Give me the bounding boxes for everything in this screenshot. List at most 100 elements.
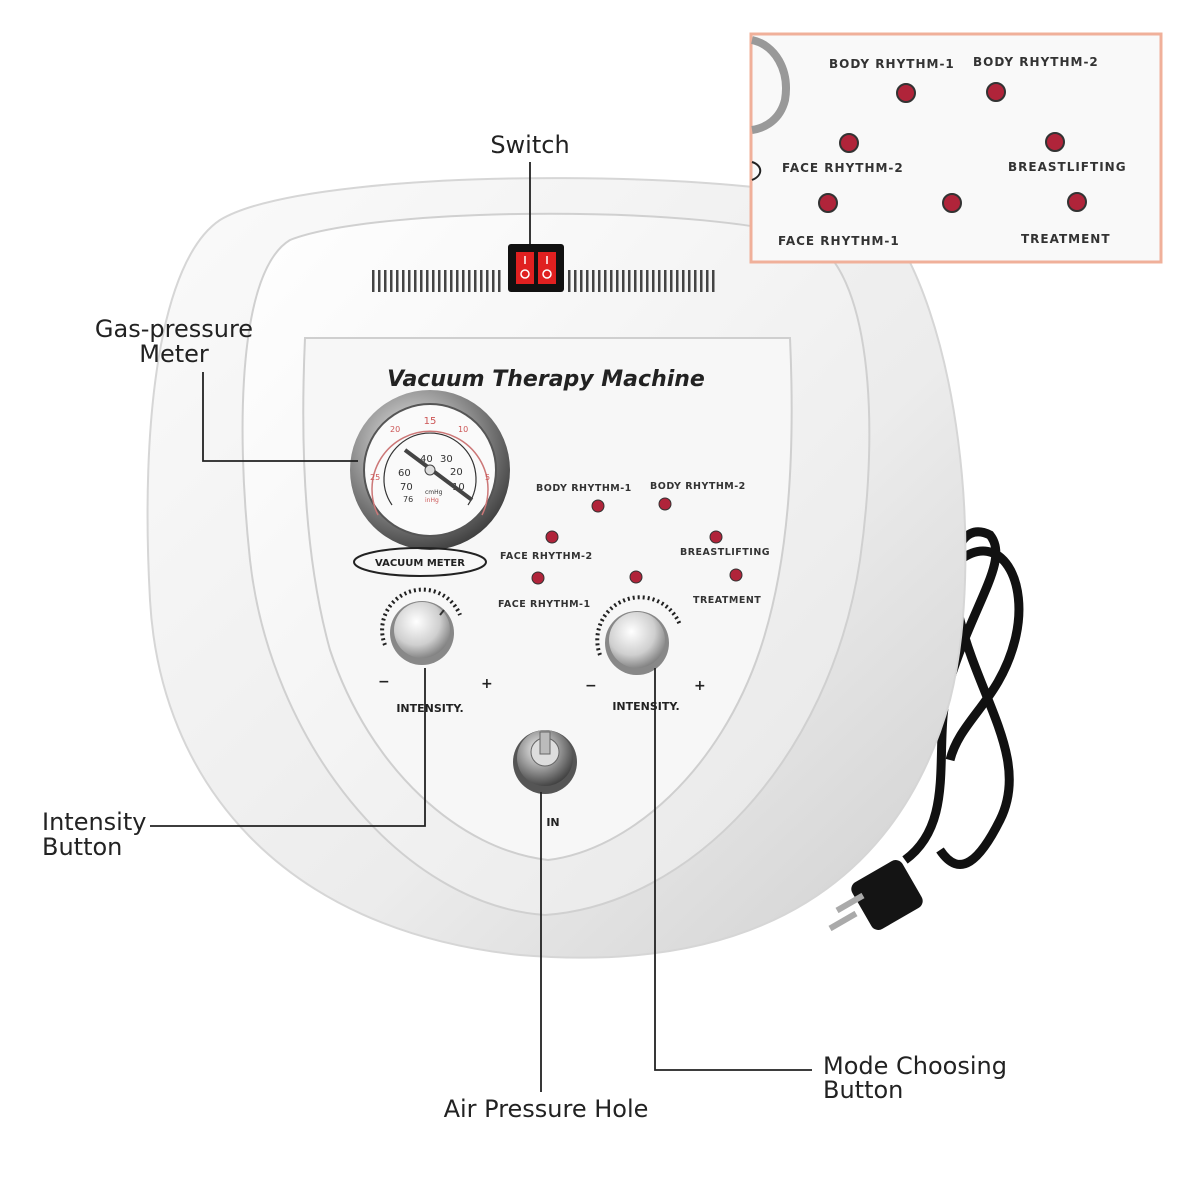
vent-slot bbox=[378, 270, 381, 292]
vent-slot bbox=[492, 270, 495, 292]
gauge-inner-40: 40 bbox=[420, 454, 433, 465]
intensity-knob[interactable] bbox=[380, 587, 462, 665]
inset-led-2 bbox=[986, 82, 1006, 102]
mode-minus: − bbox=[585, 678, 597, 694]
vent-slot bbox=[646, 270, 649, 292]
label-body-rhythm-2: BODY RHYTHM-2 bbox=[650, 481, 746, 492]
vent-slot bbox=[390, 270, 393, 292]
inset-led-1 bbox=[896, 83, 916, 103]
vent-slot bbox=[628, 270, 631, 292]
callout-intensity-2: Button bbox=[42, 833, 122, 861]
gauge-outer-25: 25 bbox=[370, 473, 380, 482]
vent-slot bbox=[480, 270, 483, 292]
vent-slot bbox=[610, 270, 613, 292]
inset-led-4 bbox=[1045, 132, 1065, 152]
vent-slot bbox=[604, 270, 607, 292]
inset-label-breastlifting: BREASTLIFTING bbox=[1008, 160, 1127, 174]
gauge-unit-inhg: inHg bbox=[425, 497, 439, 504]
vent-slot bbox=[634, 270, 637, 292]
led-body-rhythm-1 bbox=[591, 499, 605, 513]
led-face-rhythm-1 bbox=[531, 571, 545, 585]
label-body-rhythm-1: BODY RHYTHM-1 bbox=[536, 483, 632, 494]
gauge-outer-10: 10 bbox=[458, 425, 468, 434]
vent-slot bbox=[664, 270, 667, 292]
vent-slot bbox=[580, 270, 583, 292]
gauge-inner-76: 76 bbox=[403, 495, 413, 504]
vent-slot bbox=[682, 270, 685, 292]
callout-gas-meter-2: Meter bbox=[139, 340, 209, 368]
vent-slot bbox=[616, 270, 619, 292]
inset-led-6 bbox=[942, 193, 962, 213]
vacuum-meter-label: VACUUM METER bbox=[375, 558, 465, 569]
callout-gas-meter-1: Gas-pressure bbox=[95, 315, 253, 343]
gauge-inner-60: 60 bbox=[398, 468, 411, 479]
intensity-label-left: INTENSITY. bbox=[396, 702, 463, 715]
air-pressure-port[interactable] bbox=[513, 730, 577, 794]
vent-slot bbox=[622, 270, 625, 292]
vent-slot bbox=[712, 270, 715, 292]
vent-slot bbox=[462, 270, 465, 292]
mode-knob[interactable] bbox=[595, 595, 682, 675]
intensity-minus: − bbox=[378, 674, 390, 690]
power-switch[interactable] bbox=[508, 244, 564, 292]
intensity-label-right: INTENSITY. bbox=[612, 700, 679, 713]
led-body-rhythm-2 bbox=[658, 497, 672, 511]
vent-slot bbox=[450, 270, 453, 292]
callout-switch: Switch bbox=[490, 131, 569, 159]
port-label: IN bbox=[546, 816, 559, 829]
led-face-rhythm-2 bbox=[545, 530, 559, 544]
vent-slot bbox=[384, 270, 387, 292]
vent-slot bbox=[426, 270, 429, 292]
callout-intensity-1: Intensity bbox=[42, 808, 146, 836]
callout-lines bbox=[150, 162, 812, 1092]
gauge-inner-30: 30 bbox=[440, 454, 453, 465]
vent-slot bbox=[574, 270, 577, 292]
intensity-plus: + bbox=[481, 676, 493, 692]
air-vents bbox=[372, 270, 715, 292]
label-face-rhythm-2: FACE RHYTHM-2 bbox=[500, 551, 593, 562]
inset-label-body-rhythm-2: BODY RHYTHM-2 bbox=[973, 55, 1099, 69]
inset-led-7 bbox=[1067, 192, 1087, 212]
gauge-outer-15: 15 bbox=[424, 416, 437, 427]
vent-slot bbox=[694, 270, 697, 292]
mode-plus: + bbox=[694, 678, 706, 694]
vent-slot bbox=[598, 270, 601, 292]
inset-label-face-rhythm-1: FACE RHYTHM-1 bbox=[778, 234, 900, 248]
vent-slot bbox=[640, 270, 643, 292]
vent-slot bbox=[706, 270, 709, 292]
vent-slot bbox=[474, 270, 477, 292]
inset-led-5 bbox=[818, 193, 838, 213]
vent-slot bbox=[432, 270, 435, 292]
label-breastlifting: BREASTLIFTING bbox=[680, 547, 770, 558]
vent-slot bbox=[568, 270, 571, 292]
gauge-unit-cmhg: cmHg bbox=[425, 489, 443, 496]
inset-led-3 bbox=[839, 133, 859, 153]
inset-label-body-rhythm-1: BODY RHYTHM-1 bbox=[829, 57, 955, 71]
callout-mode-2: Button bbox=[823, 1076, 903, 1104]
vent-slot bbox=[402, 270, 405, 292]
vent-slot bbox=[372, 270, 375, 292]
label-face-rhythm-1: FACE RHYTHM-1 bbox=[498, 599, 591, 610]
vent-slot bbox=[486, 270, 489, 292]
gauge-needle bbox=[403, 448, 474, 502]
vent-slot bbox=[408, 270, 411, 292]
vacuum-meter-badge bbox=[353, 547, 487, 577]
led-treatment bbox=[729, 568, 743, 582]
label-treatment: TREATMENT bbox=[693, 595, 761, 606]
mode-indicators: BODY RHYTHM-1 BODY RHYTHM-2 FACE RHYTHM-… bbox=[498, 481, 770, 610]
callout-air-hole: Air Pressure Hole bbox=[444, 1095, 649, 1123]
led-breastlifting bbox=[709, 530, 723, 544]
vent-slot bbox=[688, 270, 691, 292]
callout-mode-1: Mode Choosing bbox=[823, 1052, 1007, 1080]
vent-slot bbox=[468, 270, 471, 292]
power-cord-loop bbox=[945, 546, 1024, 762]
vent-slot bbox=[592, 270, 595, 292]
panel-title: Vacuum Therapy Machine bbox=[387, 367, 705, 392]
led-middle bbox=[629, 570, 643, 584]
inset-label-treatment: TREATMENT bbox=[1021, 232, 1111, 246]
inset-zoom-panel: BODY RHYTHM-1 BODY RHYTHM-2 FACE RHYTHM-… bbox=[749, 32, 1163, 264]
gauge-outer-20: 20 bbox=[390, 425, 400, 434]
vent-slot bbox=[498, 270, 501, 292]
